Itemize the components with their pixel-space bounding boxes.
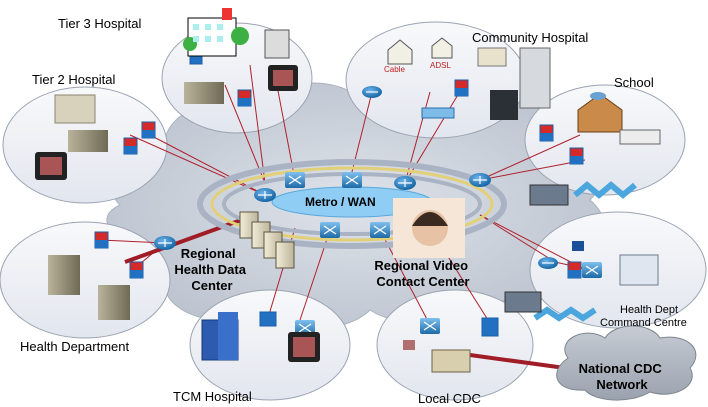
firewall-icon xyxy=(481,317,499,337)
label-tier2-hospital: Tier 2 Hospital xyxy=(32,72,115,87)
local-cdc-building-icon xyxy=(403,340,471,373)
label-national-line-2: Network xyxy=(596,377,648,392)
label-video-line-1: Regional Video xyxy=(374,258,468,273)
firewall-icon xyxy=(237,89,252,107)
switch-icon xyxy=(342,172,362,188)
label-health-department: Health Department xyxy=(20,339,129,354)
label-adsl: ADSL xyxy=(430,61,451,70)
label-local-cdc: Local CDC xyxy=(418,391,481,406)
label-health-dept-command: Health Dept Command Centre xyxy=(600,304,687,329)
bubble-health-dept xyxy=(0,221,171,339)
switch-icon xyxy=(370,222,390,238)
school-icon xyxy=(577,92,661,145)
label-national-line-1: National CDC xyxy=(579,361,663,376)
label-community-hospital: Community Hospital xyxy=(472,30,588,45)
tcm-hospital-icon xyxy=(201,312,239,361)
contact-center-agent-photo xyxy=(393,198,465,258)
label-data-line-3: Center xyxy=(191,278,232,293)
health-dept-building-icon xyxy=(48,255,130,320)
router-icon xyxy=(362,86,382,98)
label-regional-video-center: Regional Video Contact Center xyxy=(374,258,471,289)
label-cable: Cable xyxy=(384,65,405,74)
bubble-school xyxy=(524,84,686,196)
firewall-icon xyxy=(141,121,156,139)
firewall-icon xyxy=(259,311,277,327)
command-centre-equipment xyxy=(572,241,659,286)
label-video-line-2: Contact Center xyxy=(376,274,469,289)
tier2-hospital-icon xyxy=(54,94,108,152)
switch-icon xyxy=(320,222,340,238)
label-national-cdc: National CDC Network xyxy=(579,361,666,392)
router-icon xyxy=(538,257,558,269)
community-hospital-icon xyxy=(387,37,551,120)
label-tier3-hospital: Tier 3 Hospital xyxy=(58,16,141,31)
firewall-icon xyxy=(94,231,109,249)
firewalls xyxy=(94,51,584,337)
switch-icon xyxy=(420,318,440,334)
firewall-icon xyxy=(539,124,554,142)
site-bubbles xyxy=(0,21,707,401)
video-terminals xyxy=(35,65,320,362)
label-school: School xyxy=(614,75,654,90)
label-metro-wan: Metro / WAN xyxy=(305,195,376,209)
router-icon xyxy=(154,236,176,250)
label-regional-data-center: Regional Health Data Center xyxy=(174,246,249,293)
label-data-line-2: Health Data xyxy=(174,262,246,277)
label-command-line-1: Health Dept xyxy=(620,304,678,316)
metro-ring xyxy=(197,159,507,249)
label-data-line-1: Regional xyxy=(181,246,236,261)
firewall-icon xyxy=(454,79,469,97)
router-icon xyxy=(469,173,491,187)
label-command-line-2: Command Centre xyxy=(600,317,687,329)
router-icon xyxy=(394,176,416,190)
firewall-icon xyxy=(129,261,144,279)
mobile-units xyxy=(504,184,569,313)
regional-data-servers xyxy=(239,211,295,269)
switch-icon xyxy=(582,262,602,278)
tier3-hospital-icon xyxy=(183,8,290,104)
wireless-links xyxy=(533,181,637,322)
firewall-icon xyxy=(123,137,138,155)
router-icon xyxy=(254,188,276,202)
video-terminal-icon xyxy=(35,152,67,180)
label-tcm-hospital: TCM Hospital xyxy=(173,389,252,404)
switch-icon xyxy=(285,172,305,188)
national-cdc-cloud xyxy=(556,325,697,401)
ring-routers xyxy=(154,86,558,269)
firewall-icon xyxy=(569,147,584,165)
firewall-icon xyxy=(567,261,582,279)
video-terminal-icon xyxy=(268,65,298,91)
video-terminal-icon xyxy=(288,332,320,362)
